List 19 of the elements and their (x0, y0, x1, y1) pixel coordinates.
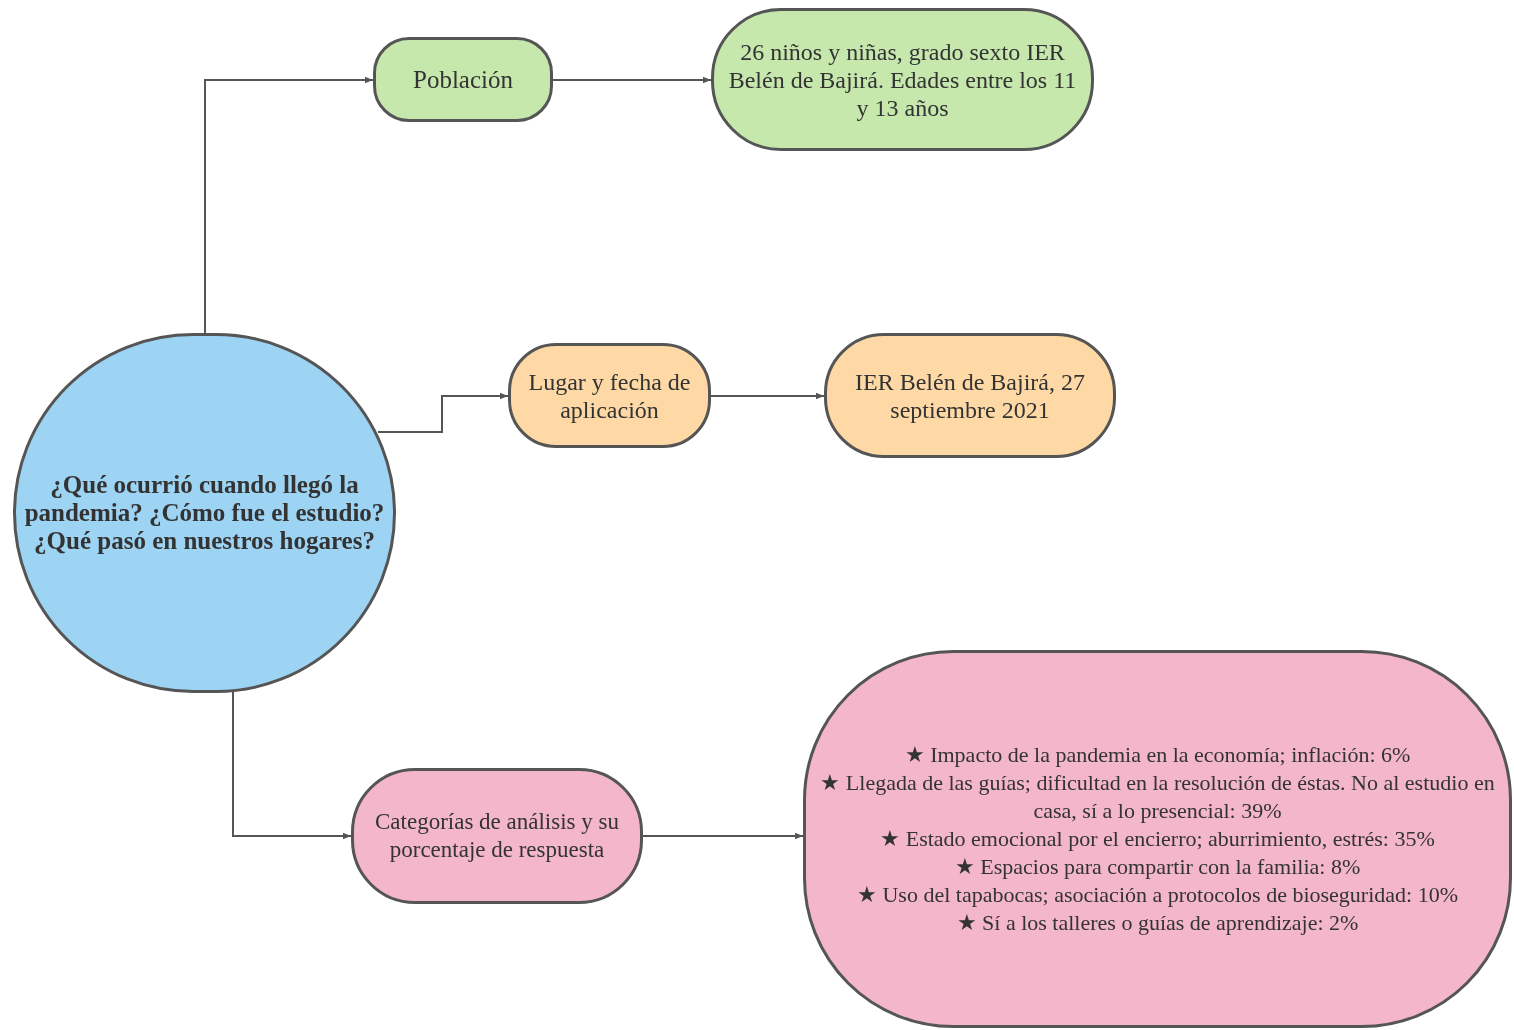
node-text: 26 niños y niñas, grado sexto IER Belén de Bajirá. Edades entre los 11 y 13 años (727, 37, 1078, 122)
node-text: Población (413, 65, 513, 94)
node-text: Categorías de análisis y su porcentaje de respuesta (374, 808, 620, 864)
node-text: Lugar y fecha de aplicación (527, 367, 692, 424)
arrow (204, 76, 374, 334)
arrow (377, 392, 509, 433)
node-text: ★ Espacios para compartir con la familia: 8% (954, 853, 1361, 881)
node-text: IER Belén de Bajirá, 27 septiembre 2021 (854, 367, 1086, 424)
arrow (552, 76, 712, 84)
arrow (642, 832, 804, 840)
node-text: ★ Impacto de la pandemia en la economía; inflación: 6% (904, 741, 1411, 769)
arrow (232, 691, 352, 840)
node-text: ★ Sí a los talleres o guías de aprendizaje: 2% (956, 909, 1359, 937)
node-text: ★ Uso del tapabocas; asociación a protocolos de bioseguridad: 10% (857, 881, 1458, 909)
node-text: ★ Estado emocional por el encierro; aburrimiento, estrés: 35% (880, 825, 1435, 853)
process-box (373, 37, 553, 122)
node-text: ★ Llegada de las guías; dificultad en la resolución de éstas. No al estudio en casa, sí a lo presencial: 39% (819, 769, 1496, 825)
arrow (710, 392, 825, 400)
node-text: ¿Qué ocurrió cuando llegó la pandemia? ¿Cómo fue el estudio? ¿Qué pasó en nuestros hogares? (24, 471, 385, 555)
